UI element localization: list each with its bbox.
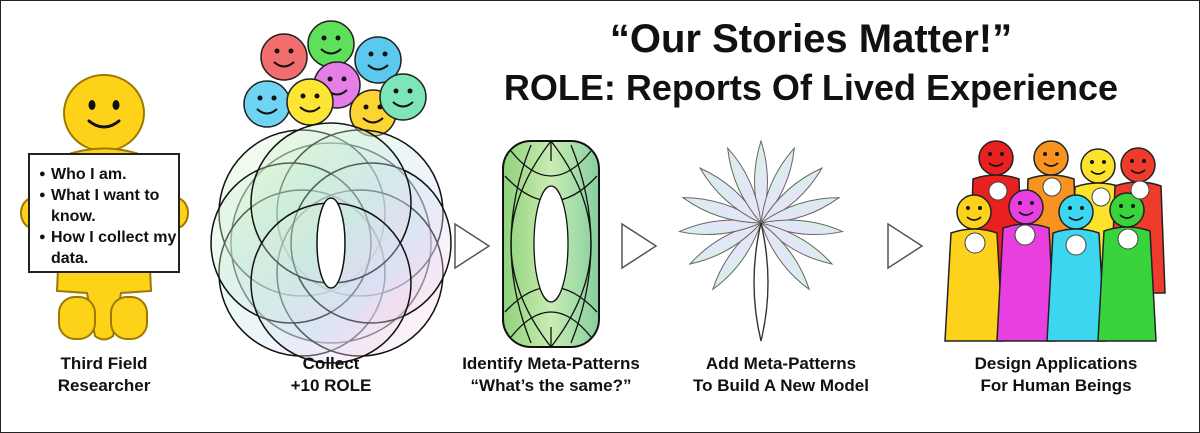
flower-model-icon (677, 139, 845, 342)
title-line-2: ROLE: Reports Of Lived Experience (503, 67, 1119, 108)
sign-item-how: How I collect my data. (39, 227, 179, 269)
smiley-face-icon (307, 20, 355, 68)
arrow-right-icon (454, 222, 491, 270)
caption-line: For Human Beings (980, 376, 1132, 395)
title-line-1: “Our Stories Matter!” (609, 17, 1013, 61)
overlapping-circles-icon (210, 122, 452, 364)
caption-line: To Build A New Model (693, 376, 869, 395)
caption-line: Researcher (57, 376, 151, 395)
arrow-right-icon (887, 222, 924, 270)
smiley-face-icon (286, 78, 334, 126)
sign-item-who: Who I am. (39, 164, 179, 185)
caption-line: Add Meta-Patterns (705, 354, 857, 373)
smiley-face-icon (379, 73, 427, 121)
caption-line: Third Field (60, 354, 148, 373)
smiley-face-icon (260, 33, 308, 81)
caption-line: Collect (302, 354, 360, 373)
smiley-face-icon (354, 36, 402, 84)
caption-identify: Identify Meta-Patterns “What’s the same?… (431, 353, 671, 397)
sign-text: Who I am. What I want to know. How I col… (39, 164, 179, 269)
people-group-icon (944, 140, 1166, 342)
sign-item-what: What I want to know. (39, 185, 179, 227)
caption-line: +10 ROLE (290, 376, 372, 395)
caption-line: Design Applications (974, 354, 1138, 373)
smiley-cluster (243, 20, 427, 137)
vesica-pattern-icon (502, 140, 600, 348)
caption-collect: Collect +10 ROLE (261, 353, 401, 397)
caption-researcher: Third Field Researcher (44, 353, 164, 397)
caption-design: Design Applications For Human Beings (946, 353, 1166, 397)
arrow-right-icon (621, 222, 658, 270)
caption-add: Add Meta-Patterns To Build A New Model (671, 353, 891, 397)
smiley-face-icon (243, 80, 291, 128)
caption-line: “What’s the same?” (470, 376, 632, 395)
caption-line: Identify Meta-Patterns (462, 354, 640, 373)
